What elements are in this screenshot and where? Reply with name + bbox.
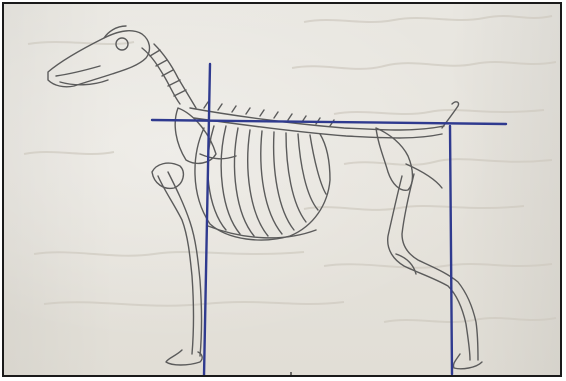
ribcage [195,126,330,240]
hind-leg [388,174,482,369]
ground-line [144,372,474,377]
topline-horizontal-line [152,120,506,124]
photo-frame [2,2,562,377]
neck-vertebrae [142,44,196,108]
skull [48,26,149,87]
dog-skeleton-drawing [48,26,482,369]
front-leg [152,163,202,365]
bleed-through-text [24,16,556,322]
photo-canvas [4,4,562,377]
hip-vertical-line [450,126,452,374]
